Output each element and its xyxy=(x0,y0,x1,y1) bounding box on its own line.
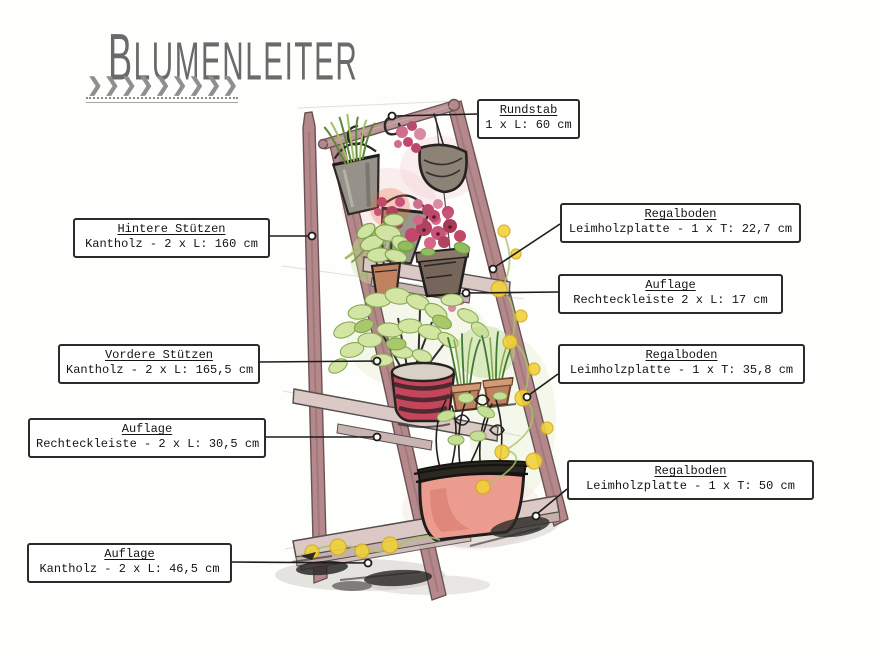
big-leafy-plant xyxy=(328,287,490,375)
planter-box xyxy=(413,460,531,542)
callout-auflage-mitte: Auflage Rechteckleiste - 2 x L: 30,5 cm xyxy=(28,418,266,458)
callout-spec: Rechteckleiste - 2 x L: 30,5 cm xyxy=(36,437,260,452)
striped-pot xyxy=(390,361,456,423)
middle-shelf xyxy=(292,287,517,451)
callout-spec: Kantholz - 2 x L: 46,5 cm xyxy=(39,562,220,577)
red-flower-pot xyxy=(397,209,471,298)
callout-spec: Kantholz - 2 x L: 165,5 cm xyxy=(66,363,254,378)
callout-auflage-unten: Auflage Kantholz - 2 x L: 46,5 cm xyxy=(27,543,232,583)
page-title: Blumenleiter xyxy=(108,19,359,94)
chevron-arrows: ❯❯❯❯❯❯❯❯❯ xyxy=(87,75,240,96)
small-grass-pots xyxy=(397,326,517,428)
callout-rundstab: Rundstab 1 x L: 60 cm xyxy=(477,99,580,139)
hanging-bucket-grass xyxy=(323,113,380,216)
callout-spec: Kantholz - 2 x L: 160 cm xyxy=(85,237,258,252)
rod-end-knob xyxy=(317,138,329,150)
anchor-circles xyxy=(307,111,541,568)
callout-spec: Rechteckleiste 2 x L: 17 cm xyxy=(573,293,768,308)
callout-title: Auflage xyxy=(645,278,696,292)
ground-shadows xyxy=(291,516,550,591)
callout-title: Hintere Stützen xyxy=(117,222,226,236)
callout-title: Rundstab xyxy=(499,103,558,117)
callout-spec: Leimholzplatte - 1 x T: 35,8 cm xyxy=(569,363,794,378)
leafy-plant-pot xyxy=(356,213,413,301)
callout-title: Vordere Stützen xyxy=(104,348,214,362)
top-shelf xyxy=(356,209,511,304)
callout-auflage-oben: Auflage Rechteckleiste 2 x L: 17 cm xyxy=(558,274,783,314)
callout-title: Regalboden xyxy=(644,207,717,221)
callout-spec: 1 x L: 60 cm xyxy=(485,118,572,133)
callout-spec: Leimholzplatte - 1 x T: 22,7 cm xyxy=(568,222,793,237)
callout-regalboden-mitte: Regalboden Leimholzplatte - 1 x T: 35,8 … xyxy=(558,344,805,384)
planter-plants xyxy=(435,391,505,469)
callout-title: Regalboden xyxy=(654,464,727,478)
callout-title: Auflage xyxy=(104,547,155,561)
callout-title: Auflage xyxy=(121,422,173,436)
leader-lines xyxy=(231,111,568,568)
callout-regalboden-unten: Regalboden Leimholzplatte - 1 x T: 50 cm xyxy=(567,460,814,500)
callout-regalboden-oben: Regalboden Leimholzplatte - 1 x T: 22,7 … xyxy=(560,203,801,243)
callout-vordere-stuetzen: Vordere Stützen Kantholz - 2 x L: 165,5 … xyxy=(58,344,260,384)
callout-title: Regalboden xyxy=(645,348,718,362)
dotted-rule xyxy=(86,97,238,103)
callout-spec: Leimholzplatte - 1 x T: 50 cm xyxy=(586,479,795,494)
rod-end-knob xyxy=(447,98,461,112)
callout-hintere-stuetzen: Hintere Stützen Kantholz - 2 x L: 160 cm xyxy=(73,218,270,258)
